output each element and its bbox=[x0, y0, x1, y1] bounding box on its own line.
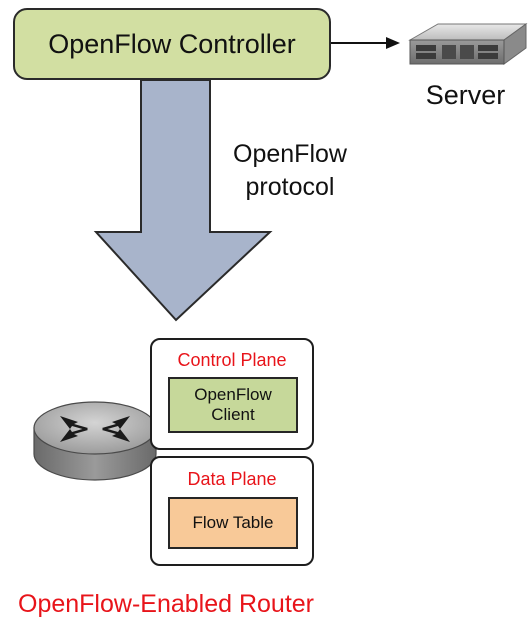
openflow-protocol-label: OpenFlow protocol bbox=[200, 138, 380, 204]
server-icon bbox=[408, 23, 528, 65]
control-plane-title: Control Plane bbox=[177, 350, 287, 370]
flow-table-label: Flow Table bbox=[192, 513, 274, 532]
openflow-enabled-router-label: OpenFlow-Enabled Router bbox=[18, 590, 314, 618]
openflow-controller-label: OpenFlow Controller bbox=[48, 28, 296, 59]
data-plane-box: Data Plane Flow Table bbox=[150, 456, 314, 566]
openflow-client-line-2: Client bbox=[211, 405, 255, 424]
server-label: Server bbox=[425, 80, 506, 110]
protocol-line-2: protocol bbox=[245, 173, 335, 201]
openflow-client-box: OpenFlow Client bbox=[168, 377, 298, 433]
router-icon bbox=[33, 401, 157, 481]
openflow-controller-box: OpenFlow Controller bbox=[13, 8, 331, 80]
data-plane-title: Data Plane bbox=[187, 469, 277, 489]
openflow-client-line-1: OpenFlow bbox=[194, 385, 272, 404]
control-plane-box: Control Plane OpenFlow Client bbox=[150, 338, 314, 450]
flow-table-box: Flow Table bbox=[168, 497, 298, 549]
protocol-line-1: OpenFlow bbox=[233, 140, 347, 168]
